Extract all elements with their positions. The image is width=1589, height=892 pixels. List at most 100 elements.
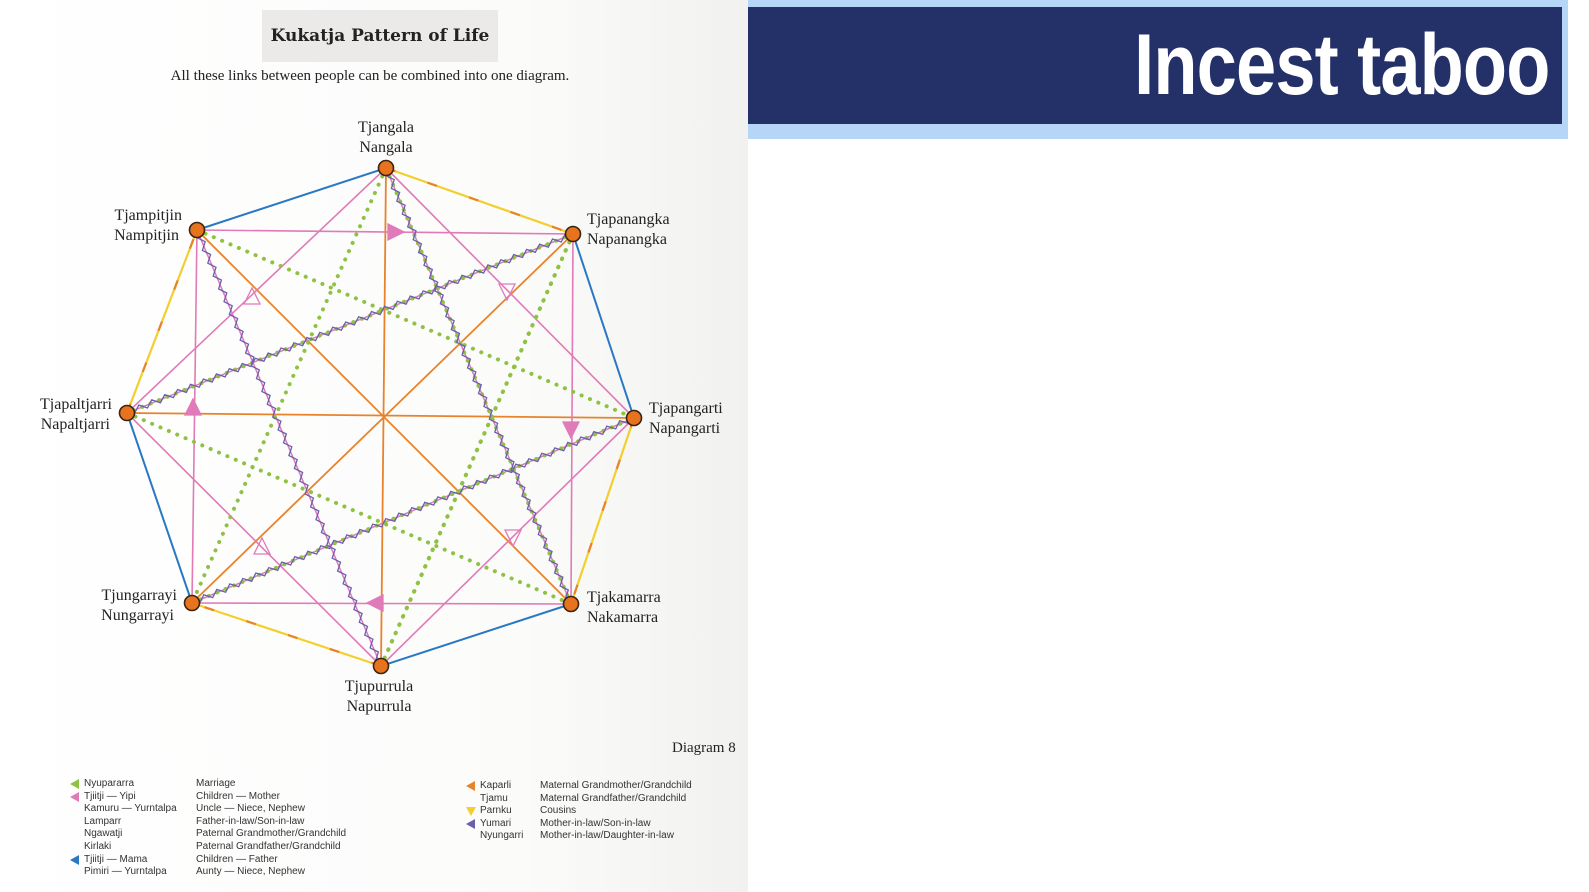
legend-term: Ngawatji <box>84 828 123 840</box>
legend-term: Tjiitji — Mama <box>84 853 148 865</box>
legend-grandparent-icon <box>466 780 480 793</box>
node-tjapanangka <box>564 225 582 243</box>
legend-meaning: Children — Mother <box>196 790 280 802</box>
direction-marker <box>561 421 581 440</box>
marriage-link <box>384 166 573 606</box>
mother-link <box>196 229 574 235</box>
legend-row: Kamuru — Yurntalpa Uncle — Niece, Nephew <box>70 803 346 816</box>
marriage-link <box>195 228 636 420</box>
direction-marker-hollow <box>242 286 262 305</box>
legend-row: Nyungarri Mother-in-law/Daughter-in-law <box>466 830 692 843</box>
diagram-subtitle: All these links between people can be co… <box>170 68 570 84</box>
mother-link <box>196 229 382 667</box>
legend-meaning: Maternal Grandmother/Grandchild <box>540 780 692 791</box>
legend-term: Kaparli <box>480 780 512 791</box>
node-tjangala <box>377 159 395 177</box>
in-law-link <box>192 417 635 604</box>
legend-father-icon <box>70 854 84 867</box>
node-tjapaltjarri <box>118 404 136 422</box>
cousin-link <box>385 166 574 236</box>
legend-term: Pimiri — Yurntalpa <box>84 866 167 878</box>
legend-marriage-icon <box>70 778 84 791</box>
legend-term: Nyungarri <box>480 830 524 842</box>
cousin-link <box>569 417 636 605</box>
direction-markers <box>183 222 581 613</box>
mother-link <box>570 233 574 605</box>
kinship-lines <box>125 166 636 668</box>
diagram-title: Kukatja Pattern of Life <box>262 10 498 62</box>
slide-title: Incest taboo <box>1134 17 1551 113</box>
diagram-page: Kukatja Pattern of Life All these links … <box>0 0 748 892</box>
legend-term: Nyupararra <box>84 778 135 789</box>
legend-meaning: Paternal Grandfather/Grandchild <box>196 840 341 852</box>
legend-meaning: Mother-in-law/Daughter-in-law <box>540 830 674 842</box>
legend-meaning: Children — Father <box>196 853 278 865</box>
legend-row: Parnku Cousins <box>466 805 692 818</box>
marriage-link <box>190 166 388 605</box>
mother-link <box>126 412 382 667</box>
father-link <box>196 167 387 231</box>
legend-row: Pimiri — Yurntalpa Aunty — Niece, Nephew <box>70 866 346 879</box>
direction-marker-hollow <box>497 283 517 302</box>
legend-term: Parnku <box>480 805 512 817</box>
mother-link <box>126 167 387 414</box>
legend-row: Kaparli Maternal Grandmother/Grandchild <box>466 780 692 793</box>
direction-marker <box>387 222 406 242</box>
node-tjakamarra <box>562 595 580 613</box>
in-law-link <box>126 233 574 414</box>
legend-term: Tjiitji — Yipi <box>84 790 136 802</box>
legend-mother-icon <box>70 791 84 804</box>
marriage-link <box>379 232 575 668</box>
legend-right-column: Kaparli Maternal Grandmother/Grandchild T… <box>466 780 692 843</box>
direction-marker <box>183 397 203 416</box>
cousin-link-dash <box>125 229 199 414</box>
node-tjampitjin <box>188 221 206 239</box>
kinship-nodes <box>118 159 643 675</box>
in-law-link <box>196 229 382 667</box>
father-link <box>380 603 572 667</box>
legend-in-law-icon <box>466 818 480 831</box>
legend-meaning: Paternal Grandmother/Grandchild <box>196 828 347 840</box>
legend-term: Kirlaki <box>84 840 112 852</box>
legend-meaning: Marriage <box>196 778 236 789</box>
legend-term: Tjamu <box>480 792 508 804</box>
direction-marker-hollow <box>252 536 272 555</box>
node-tjapangarti <box>625 409 643 427</box>
legend-row: Tjiitji — Yipi Children — Mother <box>70 791 346 804</box>
mother-link <box>380 417 635 667</box>
legend-row: Kirlaki Paternal Grandfather/Grandchild <box>70 841 346 854</box>
diagram-number: Diagram 8 <box>672 740 736 756</box>
in-law-link <box>385 168 572 605</box>
mother-link <box>191 229 198 604</box>
legend-meaning: Cousins <box>540 805 577 817</box>
slide-header-area: Incest taboo <box>748 0 1589 892</box>
title-banner: Incest taboo <box>748 7 1562 124</box>
legend-row: Tjiitji — Mama Children — Father <box>70 854 346 867</box>
legend-cousins-icon <box>466 805 480 818</box>
legend-term: Yumari <box>480 817 512 829</box>
legend-meaning: Aunty — Niece, Nephew <box>196 866 305 878</box>
legend-term: Kamuru — Yurntalpa <box>84 803 177 815</box>
direction-marker <box>365 593 384 613</box>
legend-row: Nyupararra Marriage <box>70 778 346 791</box>
marriage-link <box>125 411 573 606</box>
legend-meaning: Uncle — Niece, Nephew <box>196 803 305 815</box>
legend-term: Lamparr <box>84 815 122 827</box>
node-tjungarrayi <box>183 594 201 612</box>
grandparent-link <box>126 412 635 419</box>
node-tjupurrula <box>372 657 390 675</box>
